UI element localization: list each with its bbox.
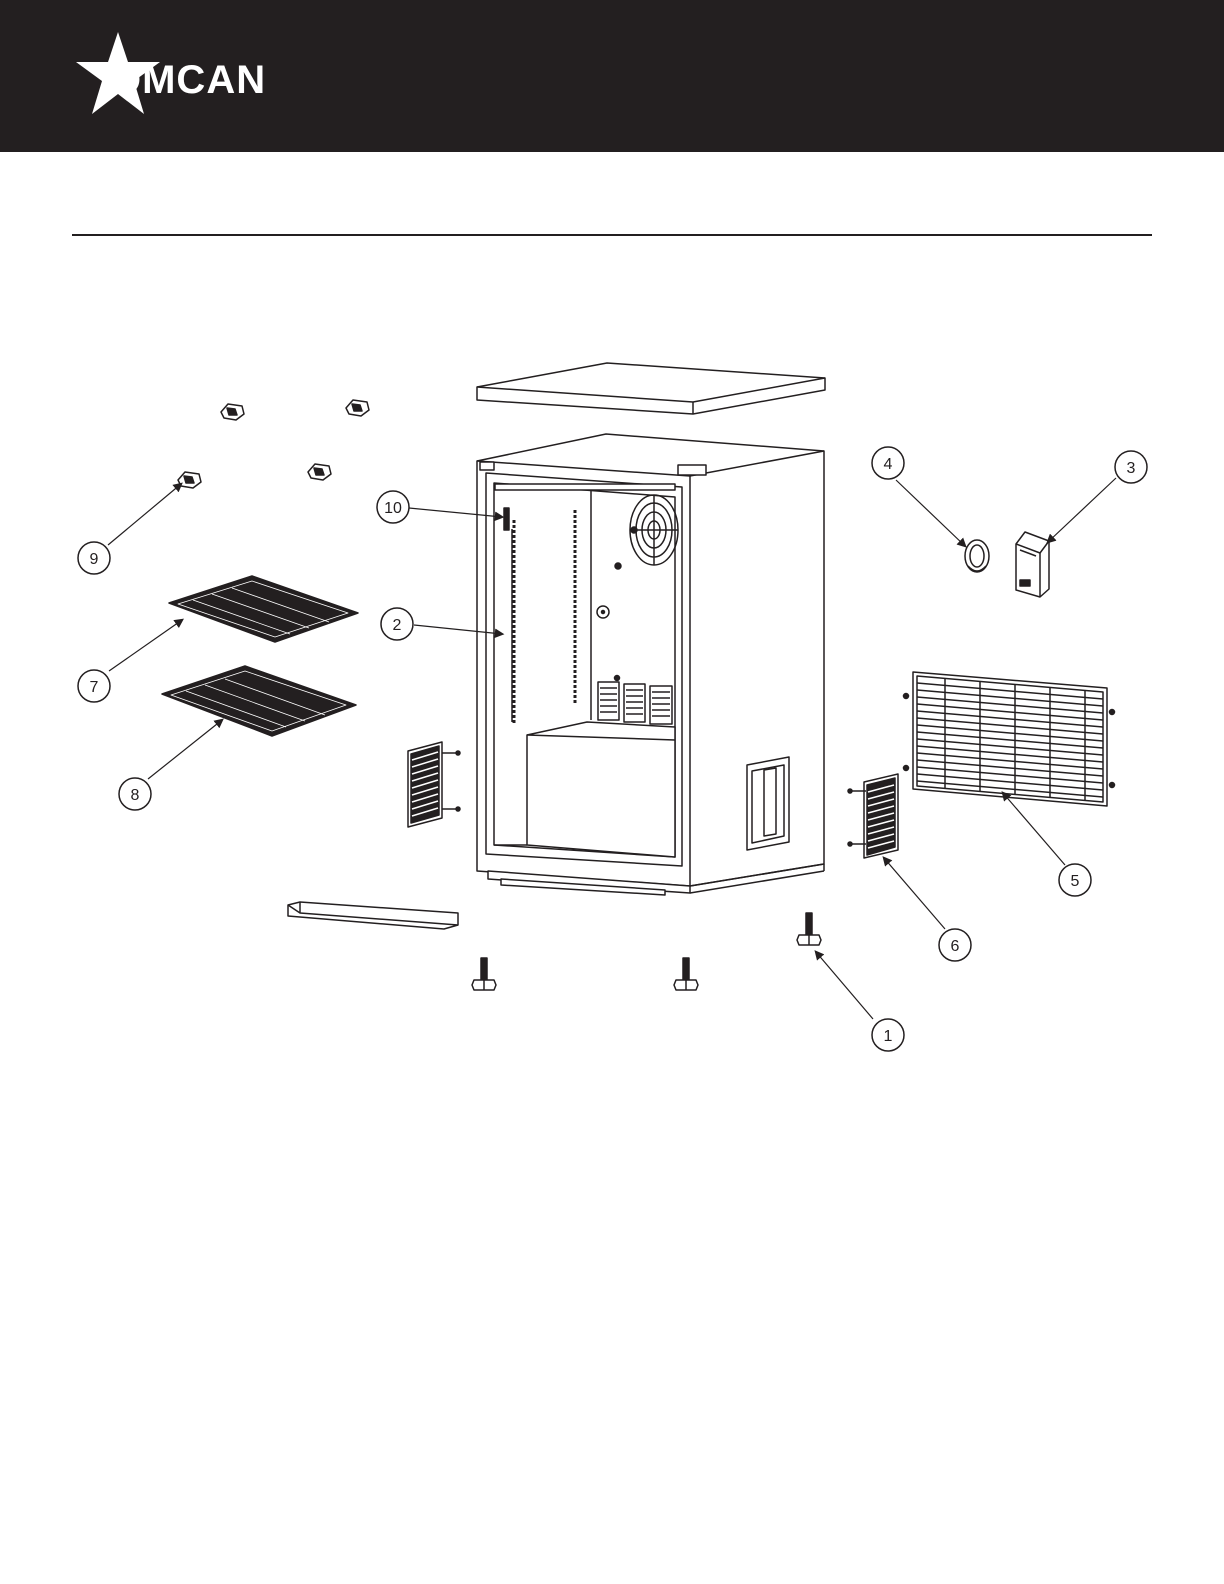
control-box [1016,532,1049,597]
top-panel [477,363,825,414]
callout-8: 8 [119,778,151,810]
callout-6-label: 6 [951,938,960,955]
callout-4-label: 4 [884,456,893,473]
callout-10: 10 [377,491,409,523]
side-grille-right [848,774,898,858]
shelf-clips [178,400,369,488]
callout-4: 4 [872,447,904,479]
callout-6: 6 [939,929,971,961]
callout-3: 3 [1115,451,1147,483]
fan-icon [630,495,678,565]
callout-8-label: 8 [131,787,140,804]
leveling-legs [472,913,821,990]
callout-5: 5 [1059,864,1091,896]
side-grille-left [408,742,460,827]
callout-7-label: 7 [90,679,99,696]
callout-3-label: 3 [1127,460,1136,477]
rear-condenser-grille [904,672,1115,806]
callout-2: 2 [381,608,413,640]
callout-7: 7 [78,670,110,702]
wire-shelf-upper [169,576,358,642]
callout-10-label: 10 [384,500,402,517]
callout-1-label: 1 [884,1028,893,1045]
kick-plate [288,902,458,929]
callout-2-label: 2 [393,617,402,634]
callout-9-label: 9 [90,551,99,568]
callout-1: 1 [872,1019,904,1051]
shelf-standard [504,508,509,530]
cabinet-body [477,434,824,895]
wire-shelf-lower [162,666,356,736]
callout-9: 9 [78,542,110,574]
thermostat-knob [965,540,989,572]
callout-5-label: 5 [1071,873,1080,890]
